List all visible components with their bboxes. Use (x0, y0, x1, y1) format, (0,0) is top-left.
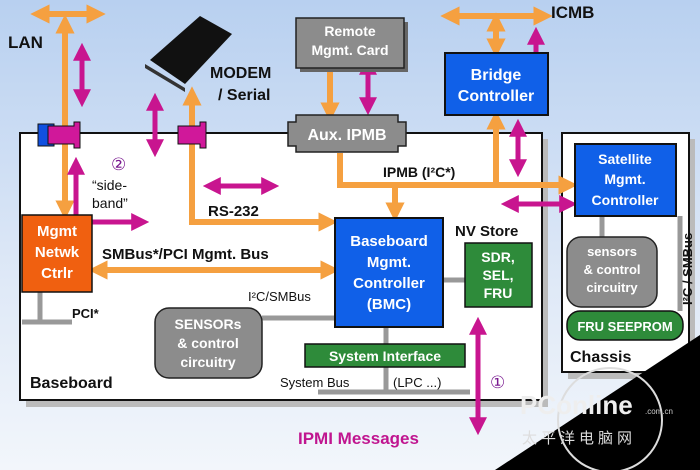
system-interface (304, 343, 466, 368)
remote-card-label: Remote (324, 23, 376, 39)
pconline-watermark: PConline .com.cn 太平洋电脑网 (495, 335, 700, 470)
aux-ipmb-connector (287, 114, 407, 153)
serial-connector (177, 121, 207, 149)
sensors-label: SENSORs (175, 316, 242, 332)
bridge-label-2: Controller (458, 88, 534, 105)
bridge-label: Bridge (471, 67, 522, 84)
satellite-controller (574, 143, 677, 217)
satellite-label-2: Mgmt. (604, 171, 645, 187)
bmc-label: Baseboard (350, 233, 428, 250)
chassis-sensors-label-3: circuitry (586, 280, 638, 295)
baseboard-sensors (154, 307, 263, 379)
chassis-sensors-label-2: & control (583, 262, 640, 277)
satellite-label: Satellite (598, 151, 652, 167)
aux-ipmb-label: Aux. IPMB (307, 127, 386, 144)
gray-buses (22, 216, 683, 395)
chassis-label: Chassis (570, 349, 631, 366)
chassis-sensors-label: sensors (587, 244, 637, 259)
bmc (334, 217, 444, 328)
i2c-smbus-label: I²C/SMBus (248, 289, 311, 304)
lan-connector (37, 121, 81, 149)
remote-mgmt-card (295, 17, 405, 69)
bmc-label-3: Controller (353, 275, 425, 292)
sideband-label: “side- (92, 177, 127, 193)
system-interface-label: System Interface (329, 348, 441, 364)
mgmt-netwk-label-3: Ctrlr (41, 265, 73, 282)
sdr-label: SDR, (481, 249, 514, 265)
pci-label: PCI* (72, 306, 100, 321)
bridge-controller (444, 52, 549, 116)
fru-seeprom-label: FRU SEEPROM (577, 319, 672, 334)
sensors-label-3: circuitry (180, 354, 235, 370)
icmb-label: ICMB (551, 3, 594, 22)
modem-label-2: / Serial (218, 87, 270, 104)
mgmt-netwk-label-2: Netwk (35, 244, 80, 261)
nv-store-label: NV Store (455, 223, 518, 240)
remote-card-label-2: Mgmt. Card (312, 42, 389, 58)
sideband-label-2: band” (92, 195, 128, 211)
rs232-label: RS-232 (208, 203, 259, 220)
smbus-pci-label: SMBus*/PCI Mgmt. Bus (102, 246, 269, 263)
ipmb-label: IPMB (I²C*) (383, 164, 455, 180)
sel-label: SEL, (482, 267, 513, 283)
ipmi-messages-label: IPMI Messages (298, 429, 419, 448)
baseboard-label: Baseboard (30, 375, 113, 392)
ipmi-number: ① (490, 373, 505, 392)
chassis-bus-label: I²C / SMBus (680, 233, 695, 305)
mgmt-network-controller (21, 214, 93, 293)
sensors-label-2: & control (177, 335, 238, 351)
satellite-label-3: Controller (592, 192, 659, 208)
modem-label: MODEM (210, 65, 271, 82)
mgmt-netwk-label: Mgmt (37, 223, 77, 240)
bmc-label-2: Mgmt. (367, 254, 411, 271)
svg-text:太平洋电脑网: 太平洋电脑网 (522, 430, 636, 447)
svg-text:PConline: PConline (520, 390, 633, 420)
fru-seeprom (566, 310, 684, 341)
bmc-label-4: (BMC) (367, 296, 411, 313)
sideband-number: ② (111, 155, 126, 174)
lpc-label: (LPC ...) (393, 375, 441, 390)
fru-label: FRU (484, 285, 513, 301)
chassis-sensors (566, 236, 658, 308)
modem-icon (145, 16, 232, 92)
lan-label: LAN (8, 33, 43, 52)
system-bus-label: System Bus (280, 375, 350, 390)
svg-text:.com.cn: .com.cn (645, 407, 673, 416)
sdr-sel-fru-store (464, 242, 533, 308)
